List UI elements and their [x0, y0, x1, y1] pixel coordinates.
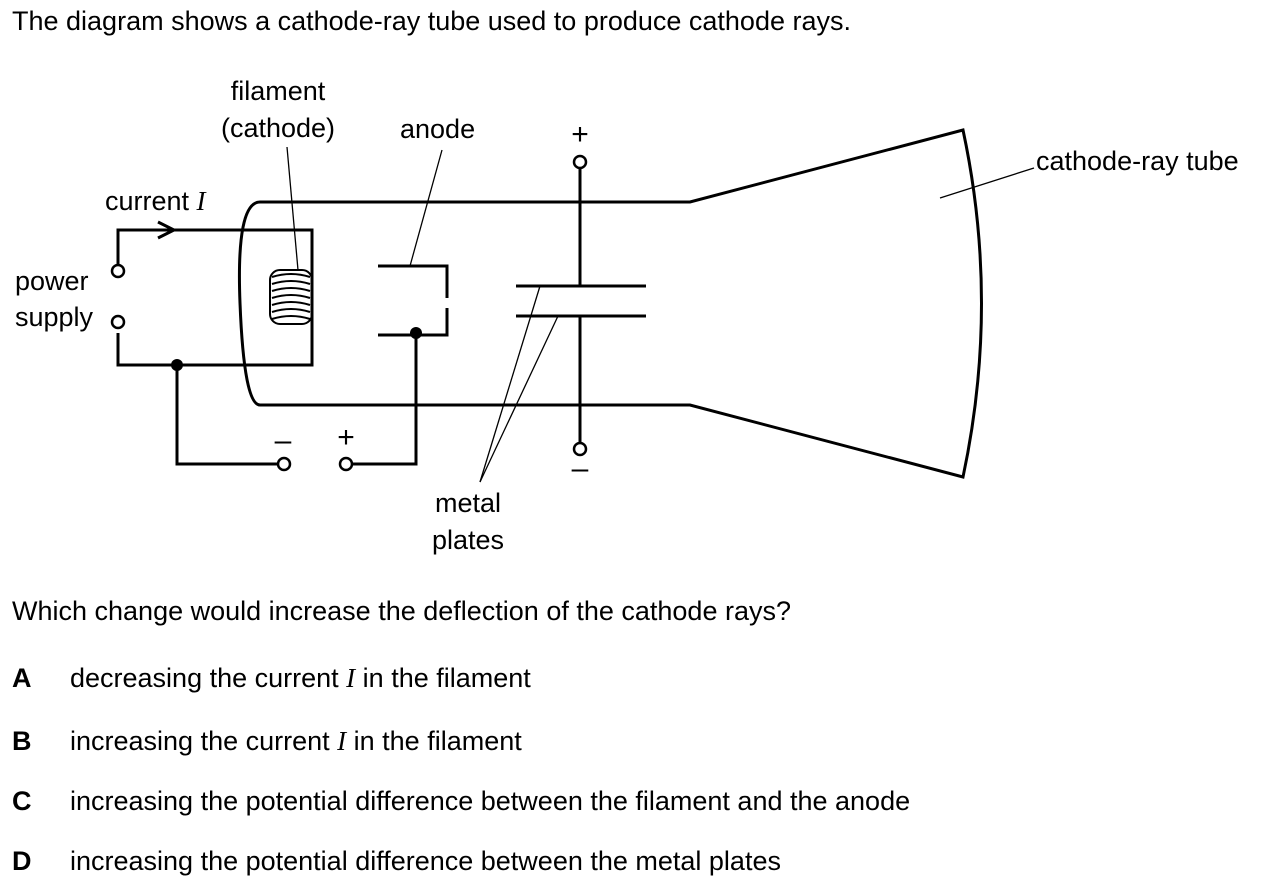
plates-leader-2	[479, 315, 559, 483]
filament-label: filament	[231, 76, 326, 106]
question-text: Which change would increase the deflecti…	[12, 596, 791, 626]
option-text: increasing the current I in the filament	[70, 726, 522, 756]
option-text: increasing the potential difference betw…	[70, 786, 911, 816]
anode-terminal-negative	[276, 456, 292, 472]
tube-leader	[939, 167, 1035, 199]
tube-outline	[237, 128, 983, 479]
option-letter: B	[12, 726, 32, 756]
current-arrow-icon	[157, 220, 178, 240]
anode-lower	[378, 308, 449, 337]
cathode-label: (cathode)	[221, 113, 335, 143]
current-label: current I	[105, 186, 208, 216]
intro-text: The diagram shows a cathode-ray tube use…	[12, 6, 851, 36]
plates-label-2: plates	[432, 525, 504, 555]
plate-terminal-negative	[572, 441, 588, 457]
plates-label-1: metal	[435, 488, 501, 518]
tube-label: cathode-ray tube	[1036, 146, 1239, 176]
power-terminal-top	[110, 263, 126, 279]
anode-label: anode	[400, 114, 475, 144]
anode-circuit	[175, 365, 278, 466]
power-label: power	[15, 266, 89, 296]
anode-minus-sign: –	[275, 424, 292, 457]
option-letter: D	[12, 846, 32, 876]
option-letter: C	[12, 786, 32, 816]
option-text: increasing the potential difference betw…	[70, 846, 781, 876]
filament-circuit-top	[116, 228, 314, 367]
option-text: decreasing the current I in the filament	[70, 663, 531, 693]
plates-leader-1	[479, 285, 541, 483]
anode-plus-sign: +	[337, 421, 355, 454]
anode-wire	[352, 333, 418, 466]
anode-upper	[378, 264, 449, 298]
power-terminal-bottom	[110, 314, 126, 330]
anode-leader	[409, 149, 443, 267]
junction-dot-anode	[410, 327, 422, 339]
junction-dot-left	[171, 359, 183, 371]
plate-terminal-positive	[572, 154, 588, 170]
anode-terminal-positive	[338, 456, 354, 472]
cathode-ray-tube-diagram: filament (cathode) anode cathode-ray tub…	[15, 76, 1239, 555]
plate-plus-sign: +	[571, 118, 589, 151]
filament-leader	[286, 146, 299, 271]
filament-coil-icon	[269, 269, 313, 325]
supply-label: supply	[15, 302, 94, 332]
plate-minus-sign: –	[572, 452, 589, 485]
option-letter: A	[12, 663, 32, 693]
